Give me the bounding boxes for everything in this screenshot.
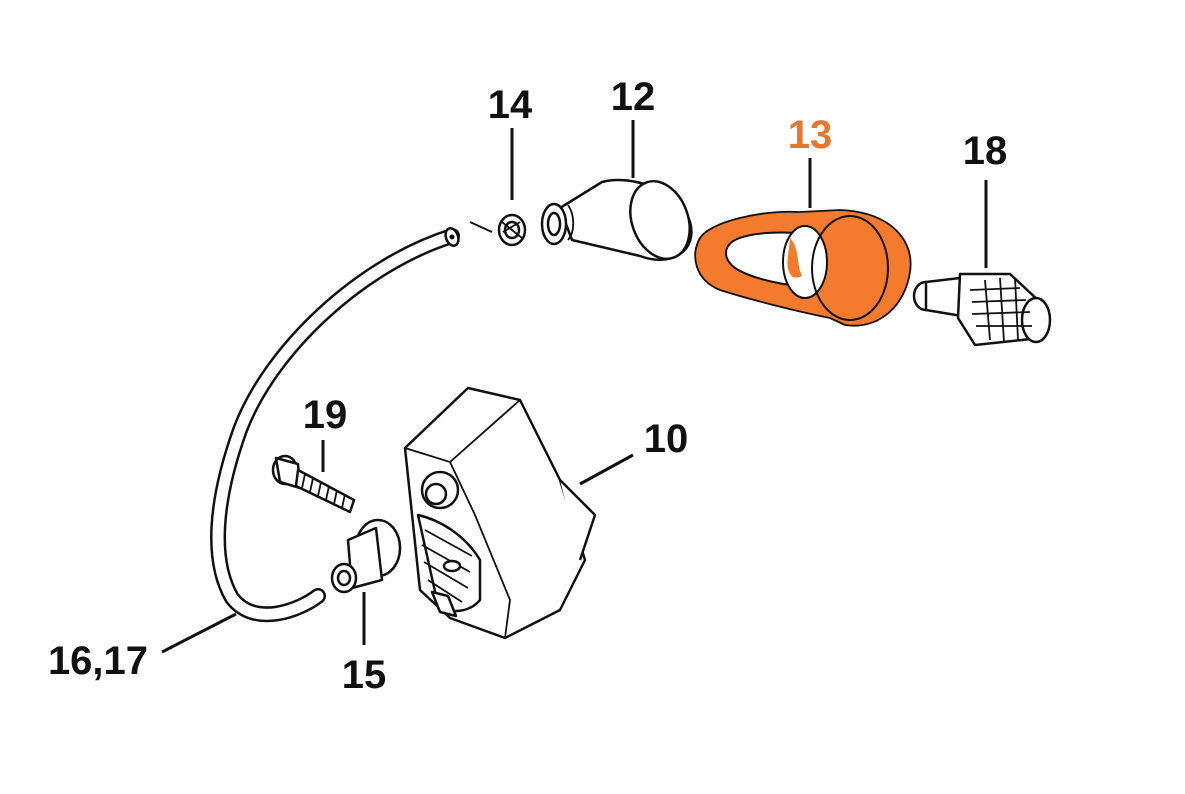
label-part-10: 10 [644, 417, 689, 461]
screw-part-19[interactable] [271, 454, 356, 514]
leader-16-17 [161, 612, 237, 654]
label-part-13: 13 [788, 113, 833, 157]
ignition-module-part-10[interactable] [403, 386, 597, 640]
label-part-19: 19 [303, 393, 348, 437]
label-part-18: 18 [963, 129, 1008, 173]
label-part-16-17: 16,17 [48, 639, 148, 683]
spring-clip-part-14[interactable] [469, 213, 527, 247]
label-part-15: 15 [342, 653, 387, 697]
label-part-14: 14 [488, 83, 533, 127]
leader-lines [161, 120, 988, 654]
grommet-part-13-highlighted[interactable] [694, 209, 912, 327]
threaded-fitting-part-18[interactable] [912, 272, 1052, 347]
bushing-part-15[interactable] [330, 518, 402, 594]
label-part-12: 12 [611, 75, 656, 119]
leader-10 [579, 453, 634, 486]
hose-part-16-17[interactable] [210, 226, 461, 623]
cap-part-12[interactable] [540, 173, 700, 267]
